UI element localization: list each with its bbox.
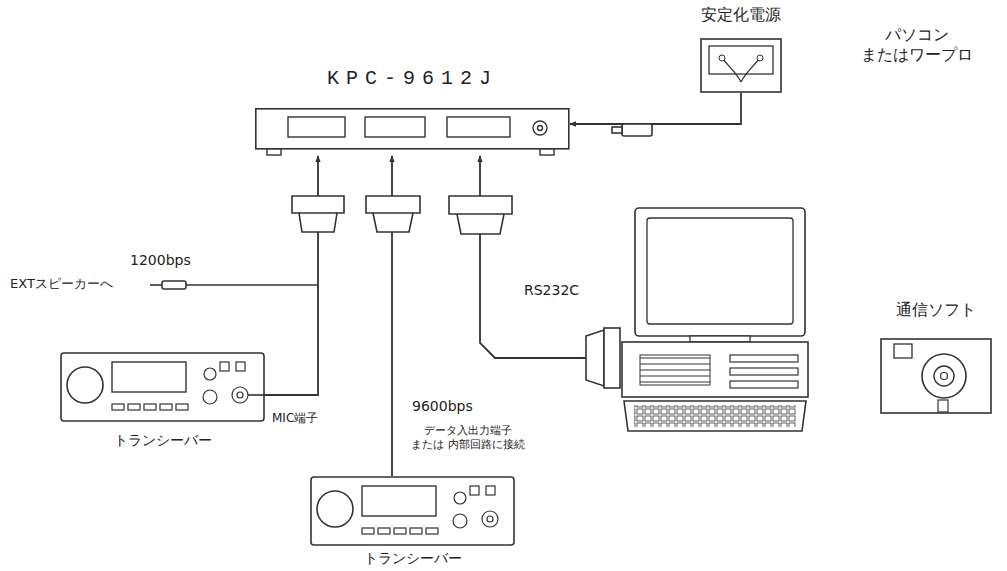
personal-computer-outline — [620, 205, 810, 433]
db25-connector — [449, 196, 512, 234]
transceiver-outline — [60, 352, 265, 422]
transceiver: トランシーバー — [60, 352, 265, 422]
terminal-name: MIC端子 — [272, 411, 318, 426]
device-label: パソコン またはワープロ — [852, 25, 982, 65]
device-label: 安定化電源 — [688, 5, 794, 25]
device-label: トランシーバー — [60, 432, 265, 450]
personal-computer: パソコン またはワープロ — [620, 205, 810, 433]
speaker-note: EXTスピーカーへ — [10, 276, 113, 292]
speed-label: 9600bps — [412, 398, 473, 416]
cable-connector-line — [265, 156, 318, 395]
speed-label: RS232C — [524, 282, 579, 300]
floppy-disk-outline — [880, 338, 992, 414]
cable-connector-line — [570, 93, 741, 124]
speaker-plug — [162, 281, 186, 289]
device-label: トランシーバー — [310, 550, 515, 568]
speed-label: 1200bps — [130, 252, 191, 270]
model-name: KPC-9612J — [255, 66, 570, 91]
cable-connector-line — [480, 156, 620, 358]
cable-connector — [292, 196, 344, 232]
speaker-lead — [186, 284, 318, 286]
terminal-note: データ入出力端子 または 内部回路に接続 — [408, 424, 528, 452]
power-plug — [622, 124, 652, 136]
rs232c-connector — [586, 330, 604, 386]
power-supply: 安定化電源 — [700, 38, 782, 93]
cable-connector — [366, 196, 420, 232]
device-label: 通信ソフト — [876, 300, 996, 320]
tnc-unit-outline — [255, 108, 570, 156]
floppy-disk: 通信ソフト — [880, 338, 992, 414]
tnc-unit: KPC-9612J — [255, 108, 570, 156]
transceiver: トランシーバー — [310, 476, 515, 546]
transceiver-outline — [310, 476, 515, 546]
power-supply-outline — [700, 38, 782, 93]
